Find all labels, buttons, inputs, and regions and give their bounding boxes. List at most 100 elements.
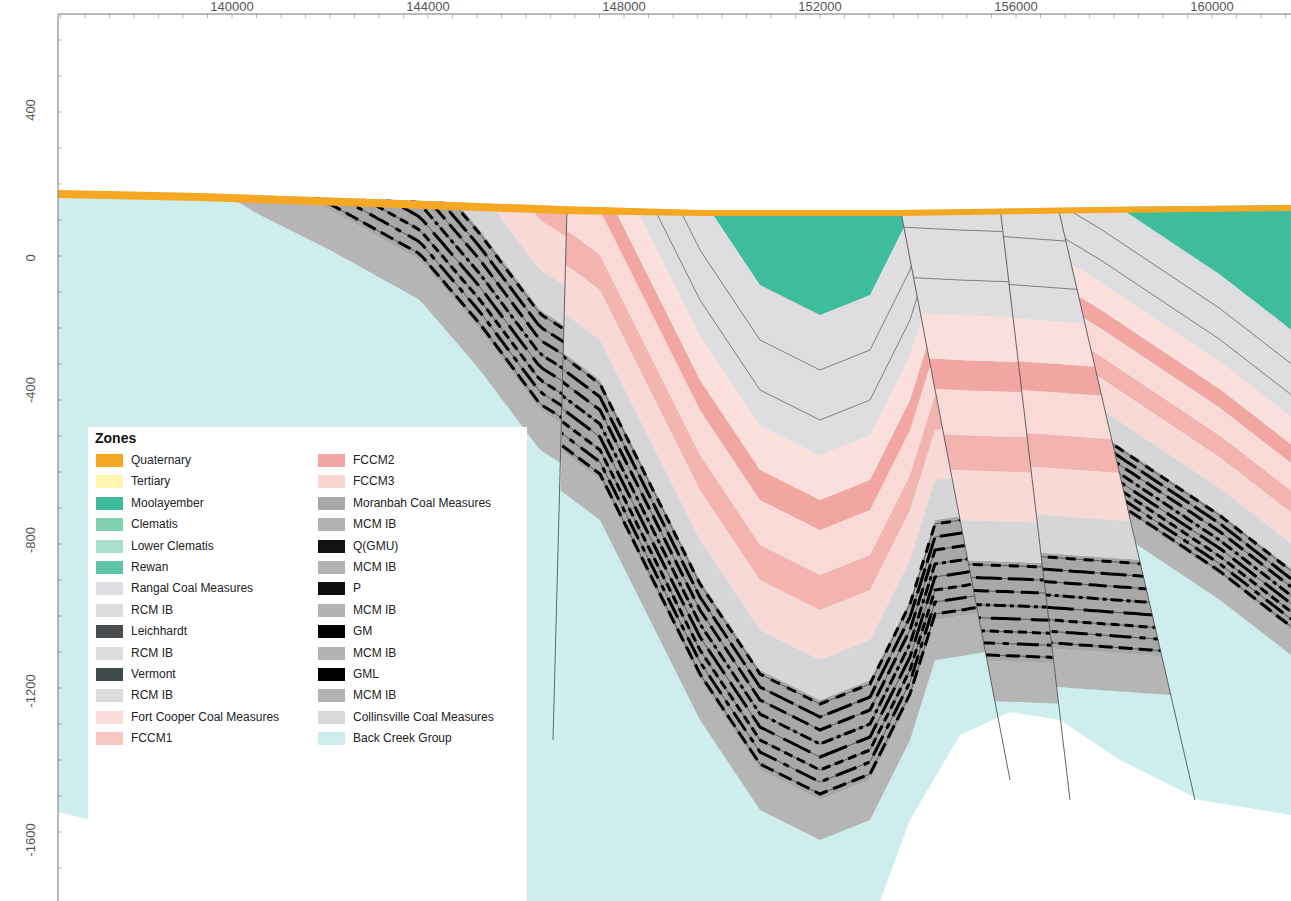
horizon-line xyxy=(960,636,1240,656)
legend-swatch xyxy=(96,561,123,574)
coal-seam xyxy=(1000,376,1291,571)
axis-tick xyxy=(918,14,919,18)
legend-label: RCM IB xyxy=(131,688,173,702)
legend-swatch xyxy=(318,582,345,595)
axis-tick xyxy=(232,14,233,18)
axis-label: 152000 xyxy=(798,0,841,14)
axis-tick xyxy=(58,40,62,41)
legend-label: GM xyxy=(353,624,372,638)
axis-tick xyxy=(379,14,380,18)
axis-tick xyxy=(942,14,943,18)
legend-label: Quaternary xyxy=(131,453,191,467)
axis-tick xyxy=(1138,14,1139,18)
axis-label: -800 xyxy=(23,527,38,553)
axis-tick xyxy=(967,14,968,18)
axis-tick xyxy=(58,220,62,221)
axis-tick xyxy=(648,14,649,18)
axis-tick xyxy=(58,652,62,653)
axis-tick xyxy=(869,14,870,18)
legend-swatch xyxy=(318,625,345,638)
legend-swatch xyxy=(318,732,345,745)
legend-swatch xyxy=(96,518,123,531)
coal-seam xyxy=(960,636,1240,656)
axis-label: 156000 xyxy=(994,0,1037,14)
axis-label: 144000 xyxy=(406,0,449,14)
axis-tick xyxy=(575,14,576,18)
legend-swatch xyxy=(96,604,123,617)
axis-tick xyxy=(844,14,845,18)
legend-swatch xyxy=(96,475,123,488)
coal-seam xyxy=(1000,432,1291,627)
coal-seam xyxy=(960,601,1240,621)
legend-swatch xyxy=(318,647,345,660)
coal-seam xyxy=(960,614,1240,634)
legend-label: MCM IB xyxy=(353,603,396,617)
axis-tick xyxy=(58,508,62,509)
axis-tick xyxy=(354,14,355,18)
legend-swatch xyxy=(318,561,345,574)
legend-label: Rangal Coal Measures xyxy=(131,581,253,595)
axis-tick xyxy=(722,14,723,18)
axis-tick xyxy=(1065,14,1066,18)
axis-tick xyxy=(183,14,184,18)
axis-tick xyxy=(58,544,62,545)
axis-tick xyxy=(795,14,796,18)
legend-label: Q(GMU) xyxy=(353,539,398,553)
axis-tick xyxy=(1016,14,1017,18)
axis-tick xyxy=(1285,14,1286,18)
axis-tick xyxy=(771,14,772,18)
legend-label: Leichhardt xyxy=(131,624,187,638)
axis-tick xyxy=(58,796,62,797)
sky xyxy=(58,0,1291,210)
axis-tick xyxy=(746,14,747,18)
axis-tick xyxy=(58,76,62,77)
axis-tick xyxy=(1114,14,1115,18)
axis-tick xyxy=(1212,14,1213,18)
fault-line xyxy=(1058,207,1195,800)
legend-label: FCCM3 xyxy=(353,474,394,488)
axis-tick xyxy=(58,256,62,257)
axis-tick xyxy=(85,14,86,18)
axis-tick xyxy=(58,400,62,401)
legend-swatch xyxy=(318,475,345,488)
axis-tick xyxy=(58,112,62,113)
legend-label: GML xyxy=(353,667,379,681)
axis-tick xyxy=(58,616,62,617)
axis-tick xyxy=(673,14,674,18)
legend-swatch xyxy=(318,604,345,617)
axis-tick xyxy=(58,724,62,725)
legend-label: RCM IB xyxy=(131,603,173,617)
axis-tick xyxy=(599,14,600,18)
axis-tick xyxy=(109,14,110,18)
axis-tick xyxy=(58,832,62,833)
axis-tick xyxy=(58,148,62,149)
horizon-line xyxy=(960,589,1240,609)
horizon-line xyxy=(520,414,1100,794)
horizon-line xyxy=(1000,384,1291,579)
axis-label: 400 xyxy=(23,99,38,121)
horizon-line xyxy=(1000,424,1291,619)
legend-label: Collinsville Coal Measures xyxy=(353,710,494,724)
coal-seam xyxy=(520,324,1100,704)
axis-tick xyxy=(330,14,331,18)
axis-tick xyxy=(207,14,208,18)
axis-tick xyxy=(428,14,429,18)
axis-tick xyxy=(58,184,62,185)
legend-swatch xyxy=(318,668,345,681)
legend-swatch xyxy=(96,540,123,553)
horizon-line xyxy=(520,364,1100,744)
legend-label: Moranbah Coal Measures xyxy=(353,496,491,510)
axis-tick xyxy=(403,14,404,18)
legend-label: P xyxy=(353,581,361,595)
legend-label: FCCM1 xyxy=(131,731,172,745)
axis-label: 160000 xyxy=(1190,0,1233,14)
horizon-line xyxy=(520,324,1100,704)
axis-tick xyxy=(452,14,453,18)
axis-tick xyxy=(58,472,62,473)
axis-tick xyxy=(550,14,551,18)
axis-tick xyxy=(58,292,62,293)
legend-label: MCM IB xyxy=(353,688,396,702)
axis-tick xyxy=(58,760,62,761)
axis-tick xyxy=(58,868,62,869)
axis-label: 140000 xyxy=(210,0,253,14)
